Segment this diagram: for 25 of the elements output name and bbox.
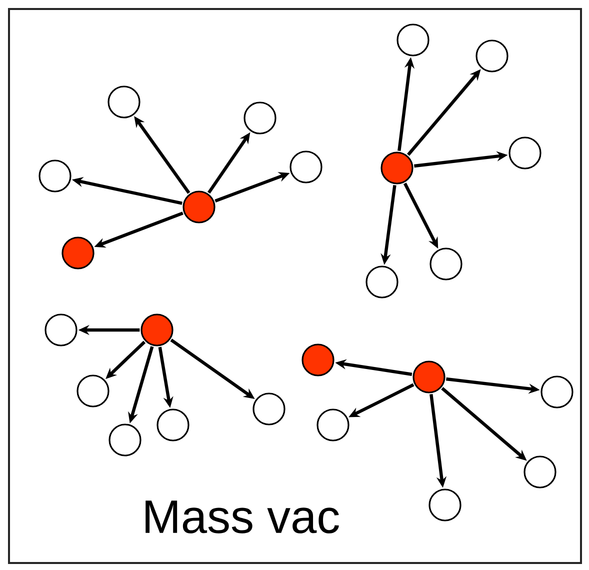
node-circle — [396, 24, 430, 56]
node-circle — [316, 408, 350, 442]
node-circle — [476, 40, 508, 72]
node-circle — [38, 160, 72, 192]
node-circle — [156, 408, 190, 442]
node-circle — [44, 314, 78, 346]
caption-text: Mass vac — [146, 500, 339, 534]
node-circle — [430, 248, 462, 280]
node-circle — [108, 86, 140, 118]
node-circle — [380, 152, 414, 184]
node-circle — [508, 136, 542, 170]
node-circle — [62, 236, 94, 270]
node-circle — [290, 150, 322, 184]
node-circle — [76, 374, 110, 408]
node-circle — [412, 360, 446, 394]
node-circle — [524, 456, 556, 488]
node-circle — [182, 190, 216, 224]
node-circle — [366, 266, 398, 298]
node-circle — [244, 102, 276, 134]
node-circle — [540, 376, 574, 408]
node-circle — [252, 392, 286, 426]
node-circle — [140, 314, 174, 346]
node-circle — [108, 424, 142, 456]
node-circle — [302, 344, 334, 376]
node-circle — [428, 488, 462, 522]
